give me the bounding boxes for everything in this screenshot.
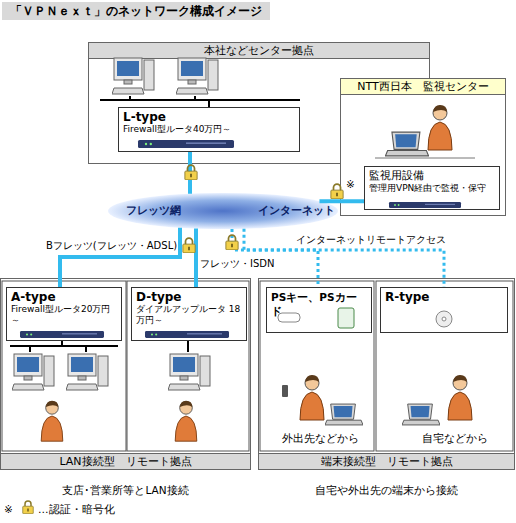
network-line [319,199,364,203]
lock-icon [183,238,195,253]
site-box: NTT西日本 監視センター監視用設備管理用VPN経由で監視・保守 [340,78,506,216]
computer-icon [168,354,210,390]
lock-icon [331,184,343,199]
person-icon [300,375,324,420]
cd-icon [436,311,452,327]
node-heading: フレッツ網 [126,203,181,218]
node-text: Firewall型ルータ40万円～ [123,124,295,135]
person-icon [41,401,63,442]
computer-icon [66,354,108,390]
network-line [60,228,180,287]
node-text: Firewall型ルータ20万円～ [11,304,117,326]
node-heading: PSキー、PSカード [271,290,367,318]
lan-wire [129,96,131,100]
sub-panel [376,281,513,451]
node-text: インターネット [258,203,335,218]
sub-panel [260,281,374,451]
laptop-icon [325,404,363,425]
computer-icon [176,58,218,94]
node-heading: 監視用設備 [369,169,495,183]
connector-label: Bフレッツ(フレッツ・ADSL) [46,240,177,252]
lan-wire [29,346,31,352]
node-heading: L-type [123,110,295,124]
computer-icon [112,58,154,94]
lock-icon [185,165,197,180]
node-heading: 本社などセンター拠点 [89,43,429,59]
cloud-ellipse [108,193,338,229]
lan-wire [208,100,210,107]
connector-layer [60,152,444,287]
laptop-icon [385,132,428,156]
network-line [244,229,444,287]
router-box: D-typeダイアルアップルータ 18万円～ [131,287,247,341]
router-box: L-typeFirewall型ルータ40万円～ [118,107,300,152]
node-heading: 端末接続型 リモート拠点 [259,453,514,469]
desk-line [375,158,475,159]
network-line [188,152,192,194]
remote-site-box: LAN接続型 リモート拠点A-typeFirewall型ルータ20万円～D-ty… [0,278,251,470]
node-heading: NTT西日本 監視センター [341,79,505,95]
remote-site-box: 端末接続型 リモート拠点 PSキー、PSカード R-type [258,278,515,470]
computer-icon [12,354,54,390]
router-icon [20,331,104,338]
lan-wire [187,341,189,352]
lan-wire [85,346,87,352]
phone-icon [282,385,288,397]
lock-icon [226,235,238,250]
lan-wire [194,96,196,100]
client-box: R-type [380,287,508,333]
laptop-icon [402,404,440,425]
sub-panel [127,281,249,451]
node-heading: R-type [385,290,503,304]
node-heading: LAN接続型 リモート拠点 [1,453,250,469]
connector-label: フレッツ・ISDN [200,258,274,270]
ps-card-icon [338,308,354,328]
note-label: 支店･営業所等とLAN接続 [0,484,251,496]
network-line [232,229,318,287]
client-box: PSキー、PSカード [266,287,372,333]
legend-lock-sample [23,501,34,514]
lan-wire [10,345,118,347]
note-label: 自宅や外出先の端末から接続 [258,484,515,496]
person-icon [428,105,452,150]
sub-panel [2,281,126,451]
node-heading: A-type [11,290,117,304]
node-text: ダイアルアップルータ 18万円～ [136,304,242,326]
router-box: A-typeFirewall型ルータ20万円～ [6,287,122,341]
equipment-box: 監視用設備管理用VPN経由で監視・保守 [364,166,500,210]
lan-wire [61,341,63,346]
router-icon [145,331,229,338]
legend-text: …認証・暗号化 [38,503,115,515]
network-line [194,228,198,287]
node-text: 管理用VPN経由で監視・保守 [369,183,495,194]
person-icon [448,375,472,420]
diagram-title: 「ＶＰＮｅｘｔ」のネットワーク構成イメージ [2,2,270,20]
lan-wire [100,99,300,101]
network-cloud: フレッツ網 インターネット [108,193,338,229]
connector-label: インターネットリモートアクセス [296,234,446,246]
router-icon [138,140,234,148]
ps-key-icon [278,313,300,322]
node-heading: D-type [136,290,242,304]
router-icon [389,202,461,208]
cd-icon [442,317,446,321]
note-label: ※ [4,503,13,515]
person-icon [175,401,197,442]
